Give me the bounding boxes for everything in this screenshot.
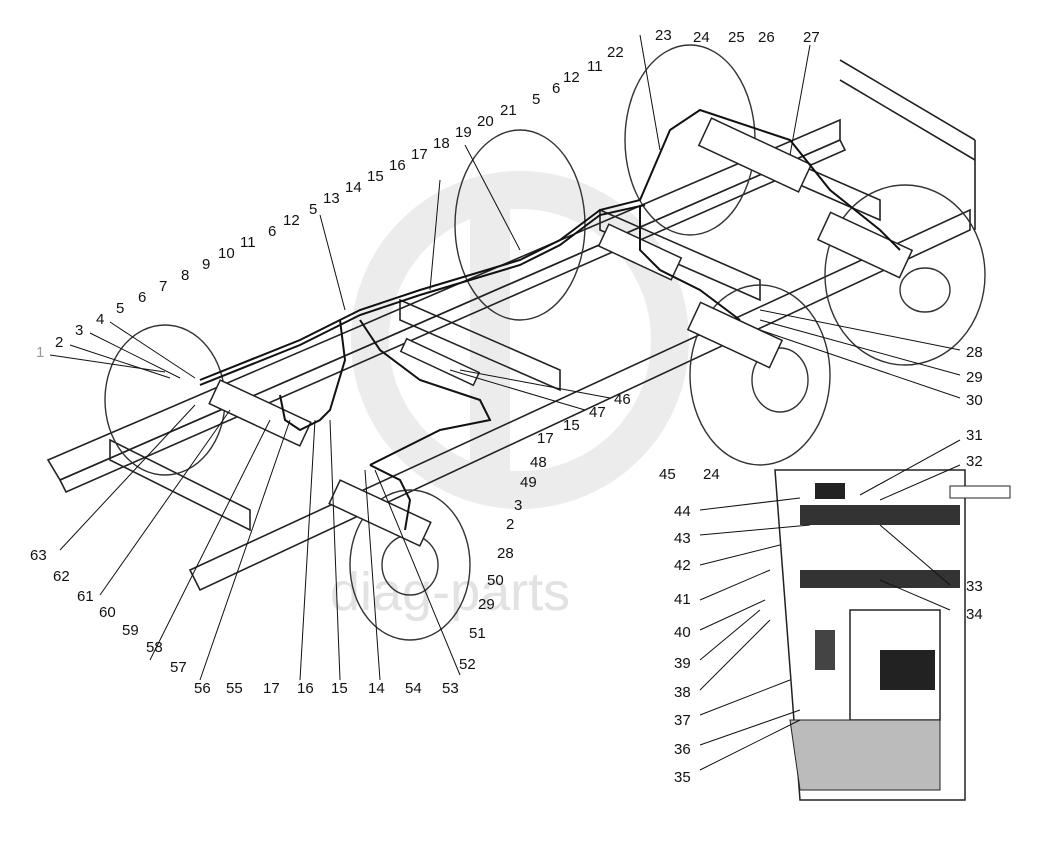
callout-14b: 14 xyxy=(368,680,385,697)
right-callouts: 28 29 30 46 47 15 17 48 49 3 2 28 50 29 … xyxy=(459,344,983,673)
callout-6b: 6 xyxy=(268,223,276,240)
callout-24b: 24 xyxy=(703,466,720,483)
callout-29: 29 xyxy=(966,369,983,386)
callout-14: 14 xyxy=(345,179,362,196)
callout-3b: 3 xyxy=(514,497,522,514)
callout-6: 6 xyxy=(138,289,146,306)
callout-60: 60 xyxy=(99,604,116,621)
callout-27: 27 xyxy=(803,29,820,46)
callout-47: 47 xyxy=(589,404,606,421)
bottom-callouts: 63 62 61 60 59 58 57 56 55 17 16 15 14 5… xyxy=(30,547,459,697)
callout-40: 40 xyxy=(674,624,691,641)
callout-51: 51 xyxy=(469,625,486,642)
callout-41: 41 xyxy=(674,591,691,608)
callout-36: 36 xyxy=(674,741,691,758)
callout-34: 34 xyxy=(966,606,983,623)
callout-52: 52 xyxy=(459,656,476,673)
callout-17: 17 xyxy=(411,146,428,163)
inset-callouts: 31 32 33 34 44 43 42 41 40 39 38 37 36 3… xyxy=(674,427,983,786)
callout-2: 2 xyxy=(55,334,63,351)
callout-17b: 17 xyxy=(537,430,554,447)
callout-28: 28 xyxy=(966,344,983,361)
callout-21: 21 xyxy=(500,102,517,119)
callout-59: 59 xyxy=(122,622,139,639)
callout-11b: 11 xyxy=(587,58,603,75)
callout-63: 63 xyxy=(30,547,47,564)
top-callouts: 1 2 3 4 5 6 7 8 9 10 11 6 12 5 13 14 15 … xyxy=(36,27,820,361)
callout-23: 23 xyxy=(655,27,672,44)
callout-58: 58 xyxy=(146,639,163,656)
callout-7: 7 xyxy=(159,278,167,295)
callout-1: 1 xyxy=(36,344,44,361)
callout-39: 39 xyxy=(674,655,691,672)
callout-4: 4 xyxy=(96,311,104,328)
callout-2b: 2 xyxy=(506,516,514,533)
callout-6c: 6 xyxy=(552,80,560,97)
callout-19: 19 xyxy=(455,124,472,141)
brake-lines xyxy=(199,108,901,531)
callout-16: 16 xyxy=(389,157,406,174)
front-left-wheel xyxy=(104,324,226,476)
rear-right-wheel xyxy=(824,184,986,366)
callout-15: 15 xyxy=(367,168,384,185)
callout-50: 50 xyxy=(487,572,504,589)
callout-61: 61 xyxy=(77,588,94,605)
callout-44: 44 xyxy=(674,503,691,520)
callout-16b: 16 xyxy=(297,680,314,697)
callout-22: 22 xyxy=(607,44,624,61)
watermark: diag-parts xyxy=(330,171,689,622)
callout-54: 54 xyxy=(405,680,422,697)
callout-17c: 17 xyxy=(263,680,280,697)
callout-48: 48 xyxy=(530,454,547,471)
callout-13: 13 xyxy=(323,190,340,207)
callout-25: 25 xyxy=(728,29,745,46)
callout-31: 31 xyxy=(966,427,983,444)
callout-45: 45 xyxy=(659,466,676,483)
callout-29b: 29 xyxy=(478,596,495,613)
callout-33: 33 xyxy=(966,578,983,595)
watermark-text: diag-parts xyxy=(330,562,570,622)
callout-55: 55 xyxy=(226,680,243,697)
callout-12b: 12 xyxy=(563,69,580,86)
callout-5c: 5 xyxy=(532,91,540,108)
chassis-frame xyxy=(46,59,976,592)
callout-8: 8 xyxy=(181,267,189,284)
callout-57: 57 xyxy=(170,659,187,676)
callout-20: 20 xyxy=(477,113,494,130)
callout-49: 49 xyxy=(520,474,537,491)
callout-11: 11 xyxy=(240,234,256,251)
callout-9: 9 xyxy=(202,256,210,273)
callout-15c: 15 xyxy=(331,680,348,697)
front-right-wheel xyxy=(349,489,471,641)
wheel-hub-inset xyxy=(774,469,1011,801)
callout-56: 56 xyxy=(194,680,211,697)
callout-62: 62 xyxy=(53,568,70,585)
callout-15b: 15 xyxy=(563,417,580,434)
callout-10: 10 xyxy=(218,245,235,262)
callout-42: 42 xyxy=(674,557,691,574)
callout-46: 46 xyxy=(614,391,631,408)
callout-5b: 5 xyxy=(309,201,317,218)
callout-37: 37 xyxy=(674,712,691,729)
callout-53: 53 xyxy=(442,680,459,697)
callout-28b: 28 xyxy=(497,545,514,562)
callout-24: 24 xyxy=(693,29,710,46)
middle-right-wheel xyxy=(689,284,831,466)
callout-38: 38 xyxy=(674,684,691,701)
callout-5: 5 xyxy=(116,300,124,317)
callout-26: 26 xyxy=(758,29,775,46)
callout-18: 18 xyxy=(433,135,450,152)
leader-lines xyxy=(49,34,961,771)
callout-35: 35 xyxy=(674,769,691,786)
callout-3: 3 xyxy=(75,322,83,339)
callout-30: 30 xyxy=(966,392,983,409)
callout-43: 43 xyxy=(674,530,691,547)
callout-12: 12 xyxy=(283,212,300,229)
callout-32: 32 xyxy=(966,453,983,470)
